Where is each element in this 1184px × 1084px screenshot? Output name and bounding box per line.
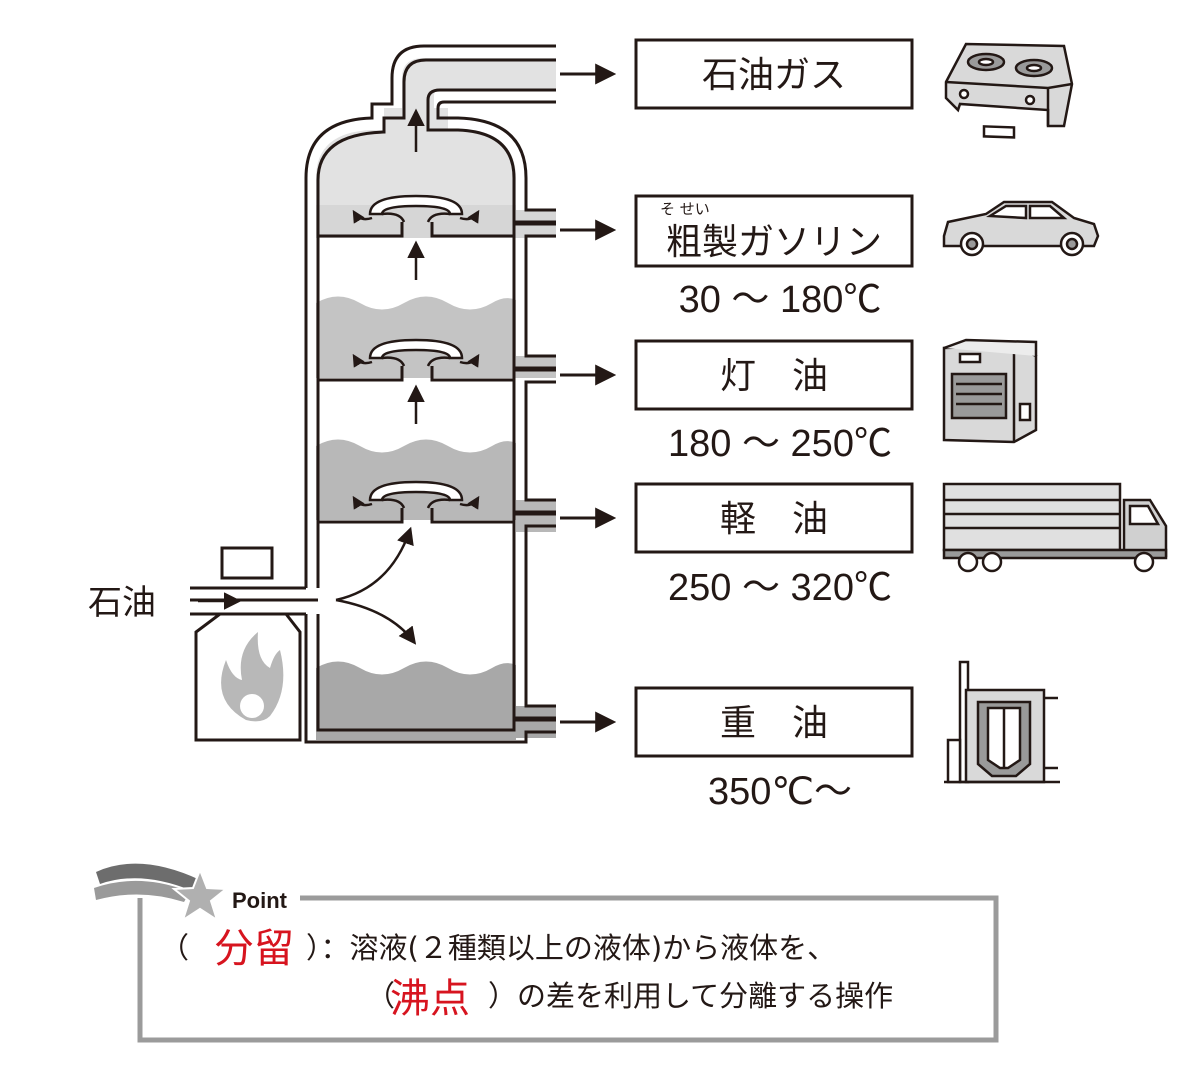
feed-label: 石油: [88, 583, 156, 623]
fraction-name: 重 油: [720, 703, 828, 744]
point-section: Point （ 分留 ）：溶液(２種類以上の液体)から液体を、 （ 沸点 ）の差…: [94, 863, 999, 1043]
vapor-flow-arrows: [198, 108, 425, 645]
fraction-name: 軽 油: [720, 499, 828, 540]
column-fills: [316, 58, 556, 740]
bubble-cap-1: [352, 194, 480, 224]
fraction-temperature: 350℃～: [708, 771, 852, 813]
fraction-temperature: 30 ～ 180℃: [679, 279, 882, 321]
truck-icon: [942, 482, 1168, 573]
heater-icon: [942, 338, 1038, 444]
point-answer-1: 分留: [214, 926, 294, 972]
fraction-gas: 石油ガス: [634, 38, 914, 110]
point-line1-open: （: [160, 931, 189, 965]
flame-icon: [221, 632, 284, 722]
fraction-ruby: そ せい: [660, 200, 710, 218]
fraction-name: 灯 油: [720, 356, 828, 397]
furnace: [194, 546, 302, 742]
car-icon: [942, 200, 1100, 257]
point-title: Point: [232, 888, 288, 913]
fraction-gasoline: そ せい 粗製ガソリン 30 ～ 180℃: [634, 194, 914, 321]
fraction-name: 石油ガス: [702, 55, 846, 96]
gas-stove-icon: [944, 42, 1074, 139]
point-line2-open: （: [366, 979, 395, 1013]
bubble-cap-3: [352, 480, 480, 510]
fraction-temperature: 250 ～ 320℃: [668, 567, 892, 609]
fraction-kerosene: 灯 油 180 ～ 250℃: [634, 339, 914, 465]
point-line2-rest: ）の差を利用して分離する操作: [488, 979, 893, 1013]
point-line1-rest: ）：溶液(２種類以上の液体)から液体を、: [306, 931, 836, 965]
fraction-name: 粗製ガソリン: [666, 222, 882, 263]
boiler-icon: [944, 660, 1060, 784]
distillation-column: [190, 44, 556, 744]
fraction-diesel: 軽 油 250 ～ 320℃: [634, 482, 914, 609]
fraction-temperature: 180 ～ 250℃: [668, 423, 892, 465]
shooting-star-icon: [94, 863, 229, 923]
outlet-arrows: [560, 63, 617, 733]
bubble-caps: [352, 194, 480, 510]
fraction-heavy: 重 油 350℃～: [634, 686, 914, 813]
point-answer-2: 沸点: [390, 976, 470, 1022]
bubble-cap-2: [352, 338, 480, 368]
point-box: [137, 895, 999, 1043]
